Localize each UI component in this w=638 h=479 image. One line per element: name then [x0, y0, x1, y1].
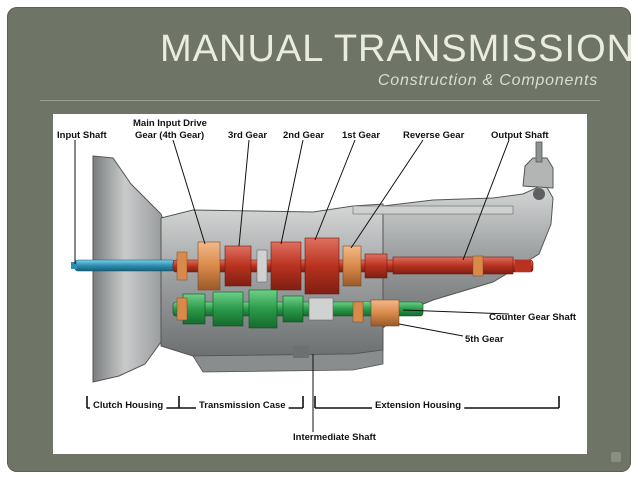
label-extension-housing: Extension Housing — [375, 400, 461, 411]
label-second-gear: 2nd Gear — [283, 130, 324, 141]
label-counter-gear-shaft: Counter Gear Shaft — [489, 312, 577, 323]
label-reverse-gear: Reverse Gear — [403, 130, 465, 141]
bearings — [176, 251, 484, 323]
label-third-gear: 3rd Gear — [228, 130, 267, 141]
input-shaft — [71, 259, 176, 272]
second-gear — [270, 241, 302, 291]
label-fifth-gear: 5th Gear — [465, 334, 504, 345]
transmission-diagram: Input Shaft Main Input Drive Gear (4th G… — [53, 114, 587, 454]
label-input-shaft: Input Shaft — [57, 130, 107, 141]
transmission-cutaway-illustration: Input Shaft Main Input Drive Gear (4th G… — [57, 118, 577, 443]
counter-gear-shaft — [172, 289, 424, 329]
leader-lines — [74, 139, 510, 432]
label-clutch-housing-bg — [90, 399, 167, 412]
reverse-gear — [342, 245, 362, 287]
fifth-gear — [370, 299, 400, 327]
label-main-input-drive-line2: Gear (4th Gear) — [135, 130, 204, 141]
label-intermediate-shaft: Intermediate Shaft — [293, 432, 377, 443]
main-input-drive-gear — [197, 241, 221, 291]
label-output-shaft: Output Shaft — [491, 130, 549, 141]
title-divider — [40, 100, 600, 101]
label-transmission-case-bg — [196, 399, 289, 412]
label-transmission-case: Transmission Case — [199, 400, 286, 411]
first-gear — [304, 237, 340, 295]
slide-title: MANUAL TRANSMISSION — [160, 28, 636, 70]
label-extension-housing-bg — [372, 399, 465, 412]
slide-subtitle: Construction & Components — [377, 72, 598, 89]
label-clutch-housing: Clutch Housing — [93, 400, 163, 411]
label-main-input-drive-line1: Main Input Drive — [133, 118, 207, 129]
label-first-gear: 1st Gear — [342, 130, 380, 141]
third-gear — [224, 245, 252, 287]
